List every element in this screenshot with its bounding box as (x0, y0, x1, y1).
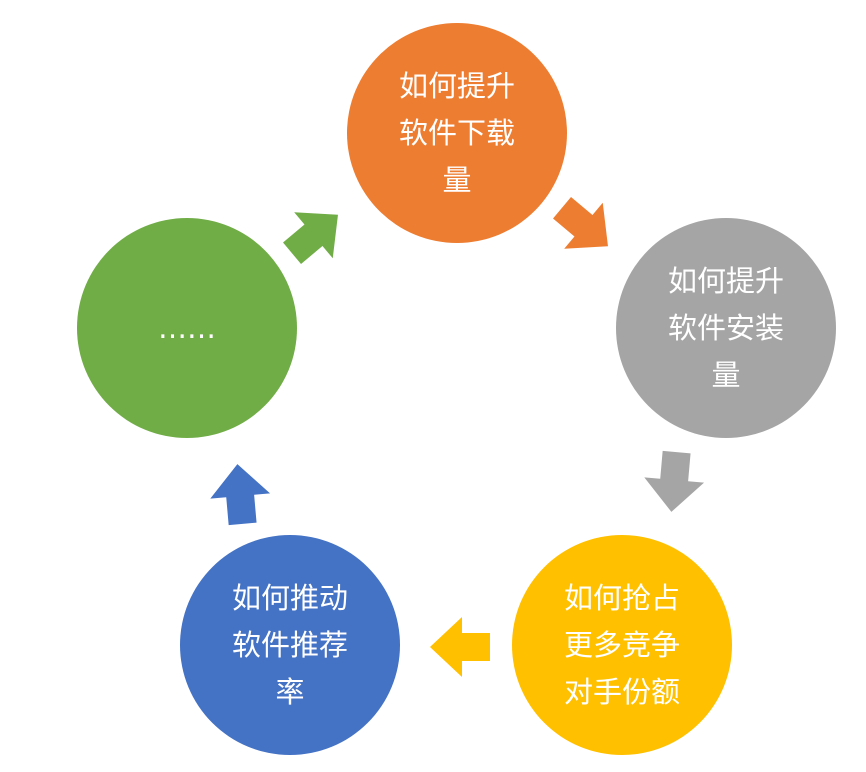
node-label: 如何提升软件安装量 (667, 263, 784, 392)
arrow-down-icon (644, 450, 705, 512)
node-label: 如何提升软件下载量 (398, 68, 515, 197)
arrow-left-icon (430, 617, 490, 677)
arrow-right-icon (553, 196, 608, 249)
node-more: …… (77, 218, 297, 438)
node-label: 如何推动软件推荐率 (231, 580, 348, 709)
node-recommendation: 如何推动软件推荐率 (180, 535, 400, 755)
node-download: 如何提升软件下载量 (347, 23, 567, 243)
node-label: 如何抢占更多竞争对手份额 (563, 580, 680, 709)
node-competitor-share: 如何抢占更多竞争对手份额 (512, 535, 732, 755)
arrow-up-right-icon (283, 212, 338, 265)
node-label: …… (158, 310, 216, 345)
node-install: 如何提升软件安装量 (616, 218, 836, 438)
arrow-up-icon (210, 464, 271, 526)
